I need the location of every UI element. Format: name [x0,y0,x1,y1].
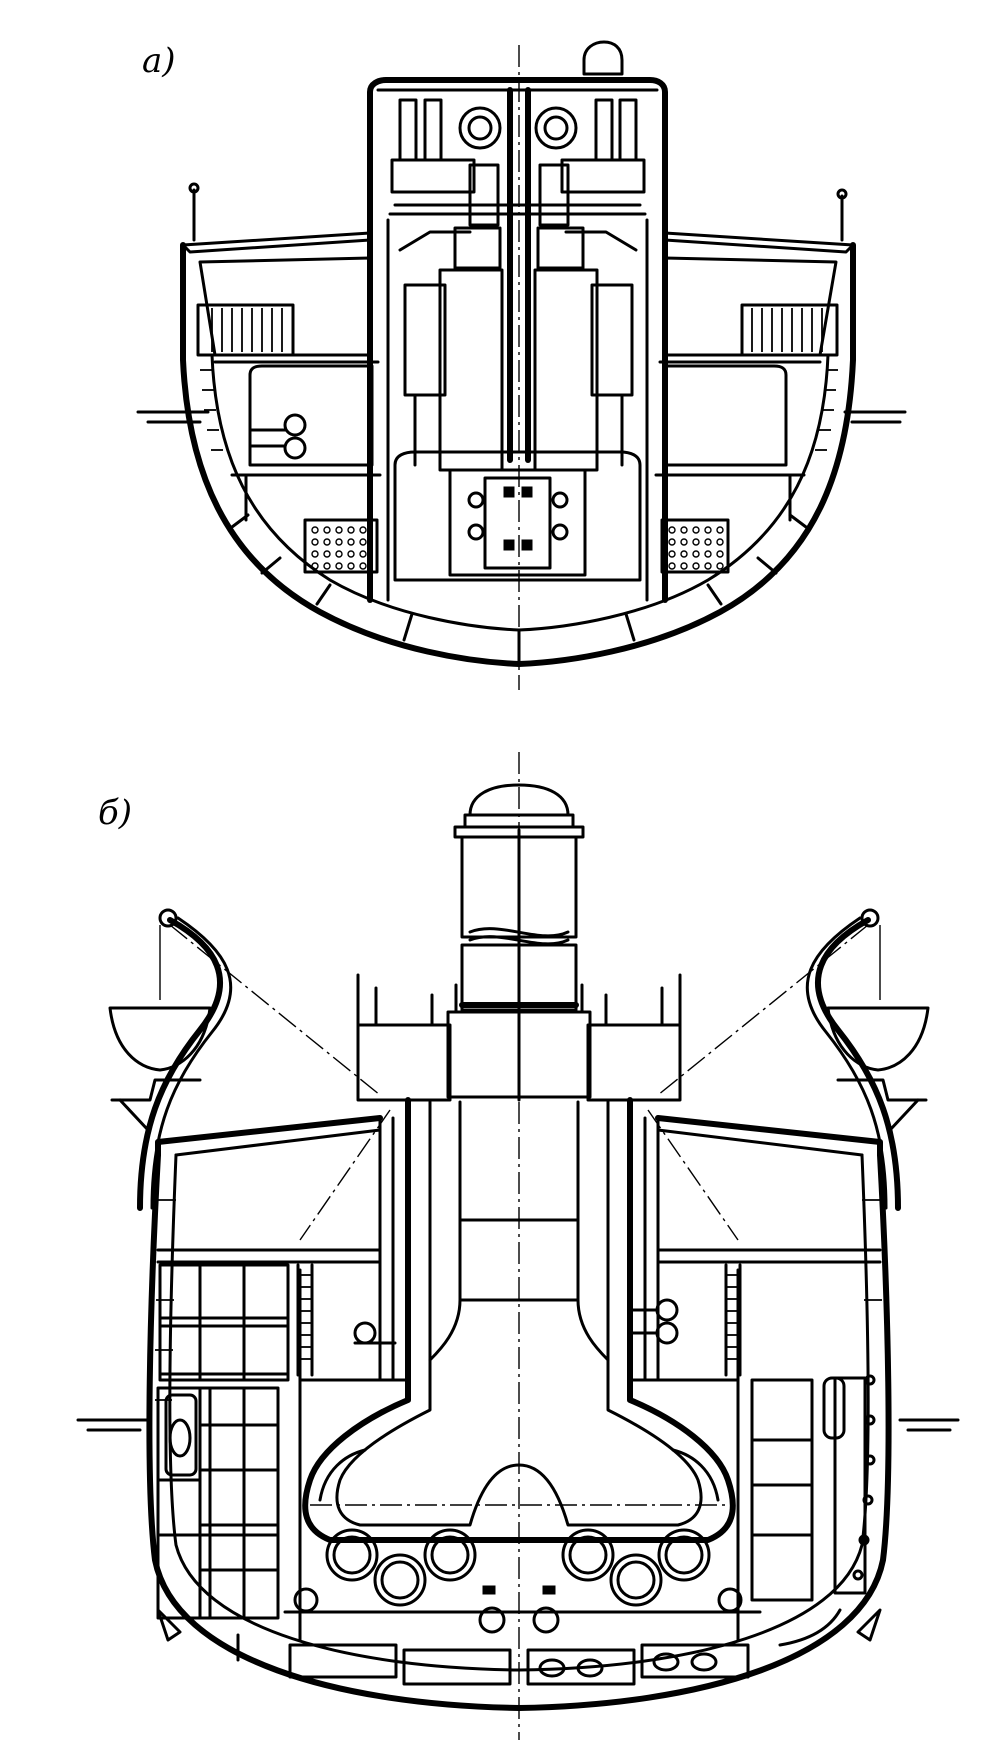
side-frames-a [200,369,838,451]
double-bottom-cells-b [236,1608,842,1686]
davit-left [108,908,233,1211]
wing-bulkheads-b [298,1116,740,1642]
boiler-drums-b [283,1528,762,1634]
hull-a [180,242,856,667]
battery-bank-a-right [660,518,730,574]
platforms-a [213,360,822,522]
bunker-grid-left [156,1263,290,1620]
battery-bank-a-left [303,518,379,574]
panel-label-a: а) [142,41,176,81]
bunker-grid-right [750,1376,867,1602]
ladder-left [296,1263,314,1377]
hull-b [146,1152,892,1711]
section-a [136,40,907,690]
boat-falls [169,924,869,1241]
uptake-trunk-b [302,1097,736,1543]
waterline-a [136,410,907,424]
funnel-b [446,783,592,1102]
grating-a-left [196,303,295,357]
aux-bottles-b [353,1298,679,1345]
waterline-b [76,1418,960,1432]
grating-a-right [740,303,839,357]
air-bottles-a [248,413,307,460]
superstructure-b [356,973,682,1102]
engine-a [390,87,646,582]
ladder-right [724,1263,742,1377]
panel-label-b: б) [98,793,133,833]
davit-right [805,908,930,1211]
section-b [76,752,960,1740]
engine-casing-a [367,40,668,603]
